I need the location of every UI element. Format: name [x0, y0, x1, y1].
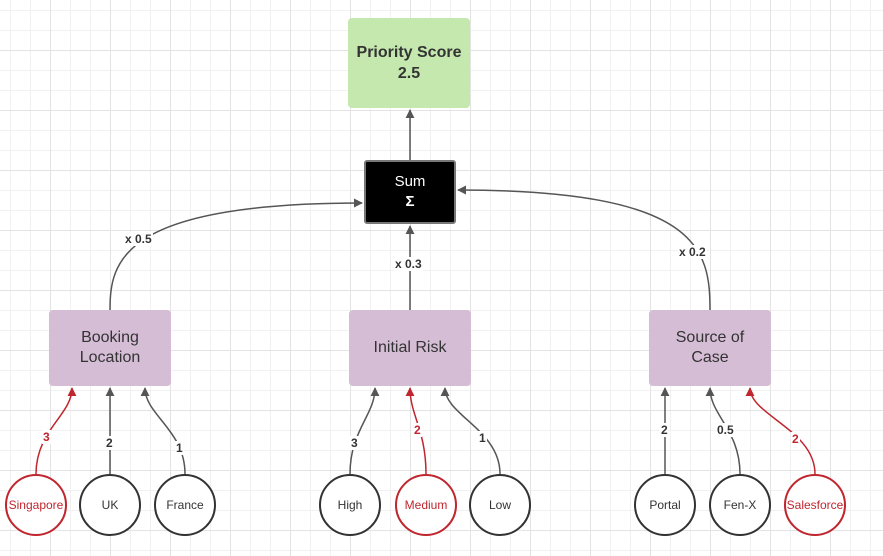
- arrow-singapore: [35, 387, 77, 475]
- arrow-source-to-sum: [457, 185, 711, 311]
- factor-label: Source of Case: [675, 329, 745, 366]
- priority-score-value: 2.5: [397, 65, 421, 82]
- factor-source-of-case[interactable]: Source of Case: [649, 310, 771, 386]
- option-singapore[interactable]: Singapore: [5, 474, 67, 536]
- score-label-portal: 2: [660, 423, 669, 437]
- factor-label: Initial Risk: [373, 339, 447, 356]
- arrow-high: [349, 387, 380, 475]
- option-label: Fen-X: [723, 498, 757, 512]
- option-label: Medium: [404, 498, 448, 512]
- score-label-fen-x: 0.5: [716, 423, 735, 437]
- option-label: Low: [488, 498, 511, 512]
- sum-label: Sum: [394, 173, 426, 190]
- option-label: Singapore: [8, 498, 64, 512]
- arrow-low: [440, 387, 501, 475]
- score-label-medium: 2: [413, 423, 422, 437]
- option-high[interactable]: High: [319, 474, 381, 536]
- option-salesforce[interactable]: Salesforce: [784, 474, 846, 536]
- option-label: UK: [101, 498, 119, 512]
- score-label-low: 1: [478, 431, 487, 445]
- option-low[interactable]: Low: [469, 474, 531, 536]
- factor-label: Booking Location: [79, 329, 141, 366]
- option-label: High: [337, 498, 363, 512]
- score-label-france: 1: [175, 441, 184, 455]
- priority-score-box[interactable]: Priority Score 2.5: [348, 18, 470, 108]
- score-label-uk: 2: [105, 436, 114, 450]
- arrow-booking-to-sum: [109, 198, 363, 311]
- option-france[interactable]: France: [154, 474, 216, 536]
- priority-score-title: Priority Score: [356, 44, 462, 61]
- option-label: Portal: [649, 498, 681, 512]
- option-portal[interactable]: Portal: [634, 474, 696, 536]
- score-label-high: 3: [350, 436, 359, 450]
- weight-label-booking: x 0.5: [124, 232, 153, 246]
- option-uk[interactable]: UK: [79, 474, 141, 536]
- weight-label-risk: x 0.3: [394, 257, 423, 271]
- score-label-salesforce: 2: [791, 432, 800, 446]
- factor-initial-risk[interactable]: Initial Risk: [349, 310, 471, 386]
- weight-label-source: x 0.2: [678, 245, 707, 259]
- sum-box[interactable]: Sum Σ: [364, 160, 456, 224]
- option-label: France: [166, 498, 204, 512]
- option-medium[interactable]: Medium: [395, 474, 457, 536]
- option-fen-x[interactable]: Fen-X: [709, 474, 771, 536]
- option-label: Salesforce: [786, 498, 844, 512]
- score-label-singapore: 3: [42, 430, 51, 444]
- arrow-france: [140, 387, 186, 475]
- arrow-salesforce: [745, 387, 816, 475]
- sigma-icon: Σ: [405, 193, 415, 210]
- factor-booking-location[interactable]: Booking Location: [49, 310, 171, 386]
